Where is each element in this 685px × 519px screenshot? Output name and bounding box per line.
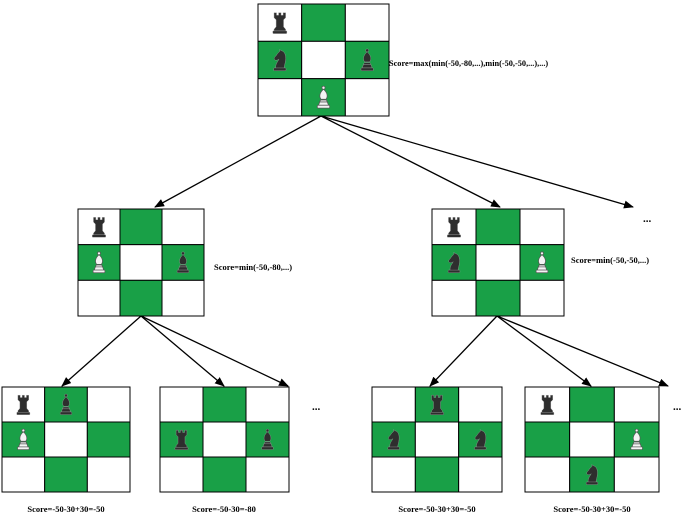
board-cell (44, 456, 88, 493)
board-cell (613, 456, 660, 493)
board-cell (119, 208, 163, 246)
board-root (257, 3, 390, 117)
board-layer (1, 3, 660, 493)
board-cell (86, 386, 131, 423)
board-cell (569, 421, 615, 458)
board-cell (245, 456, 290, 493)
edge-root-to-mid-right (320, 115, 501, 208)
board-cell (414, 421, 460, 458)
board-cell (119, 279, 163, 317)
ellipsis-level-1: ... (643, 213, 652, 225)
edge-mid-left-to-leaf-2 (140, 315, 225, 387)
board-leaf-2 (159, 386, 290, 493)
score-leaf-1: Score=-50-30+30=-50 (27, 504, 104, 514)
board-mid-left (77, 208, 205, 317)
board-cell (159, 456, 204, 493)
board-cell (159, 386, 204, 423)
board-cell (119, 244, 163, 281)
board-cell (257, 78, 303, 117)
ellipsis-level-2-left: ... (312, 401, 321, 413)
board-cell (161, 279, 205, 317)
edge-mid-left-to-more (140, 315, 289, 387)
board-cell (161, 208, 205, 246)
board-cell (431, 279, 477, 317)
board-leaf-3 (371, 386, 503, 493)
edge-mid-left-to-leaf-1 (61, 315, 142, 387)
board-mid-right (431, 208, 565, 317)
board-cell (301, 3, 346, 42)
score-root: Score=max(min(-50,-80,...),min(-50,-50,.… (389, 59, 548, 68)
board-cell (44, 421, 88, 458)
board-cell (475, 208, 521, 246)
board-cell (371, 386, 416, 423)
board-cell (1, 421, 46, 458)
board-cell (414, 456, 460, 493)
board-cell (475, 279, 521, 317)
board-cell (524, 421, 571, 458)
board-cell (202, 456, 247, 493)
score-mid-left: Score=min(-50,-80,...) (214, 262, 292, 272)
board-cell (245, 386, 290, 423)
board-cell (202, 386, 247, 423)
score-leaf-2: Score=-50-30=-80 (192, 504, 256, 514)
board-cell (77, 279, 121, 317)
score-leaf-4: Score=-50-30+30=-50 (553, 504, 630, 514)
score-labels: Score=max(min(-50,-80,...),min(-50,-50,.… (27, 59, 649, 514)
board-cell (458, 386, 503, 423)
edge-root-to-more (320, 115, 634, 209)
board-cell (202, 421, 247, 458)
edge-root-to-mid-left (154, 115, 322, 208)
ellipsis-level-2-right: ... (673, 401, 682, 413)
board-cell (1, 456, 46, 493)
score-mid-right: Score=min(-50,-50,...) (571, 255, 649, 265)
board-cell (86, 421, 131, 458)
board-cell (371, 456, 416, 493)
board-cell (519, 279, 565, 317)
score-leaf-3: Score=-50-30+30=-50 (398, 504, 475, 514)
edge-mid-right-to-leaf-4 (496, 315, 592, 387)
board-cell (569, 386, 615, 423)
board-cell (344, 3, 390, 42)
board-cell (475, 244, 521, 281)
board-cell (613, 386, 660, 423)
board-leaf-1 (1, 386, 131, 493)
board-cell (86, 456, 131, 493)
board-cell (301, 40, 346, 80)
board-cell (344, 78, 390, 117)
board-leaf-4 (524, 386, 660, 493)
edge-mid-right-to-leaf-3 (429, 315, 498, 387)
board-cell (458, 456, 503, 493)
continuation-markers: ... ... ... (312, 213, 682, 413)
tree-edges (61, 115, 669, 387)
board-cell (524, 456, 571, 493)
edge-mid-right-to-more (496, 315, 669, 387)
board-cell (519, 208, 565, 246)
